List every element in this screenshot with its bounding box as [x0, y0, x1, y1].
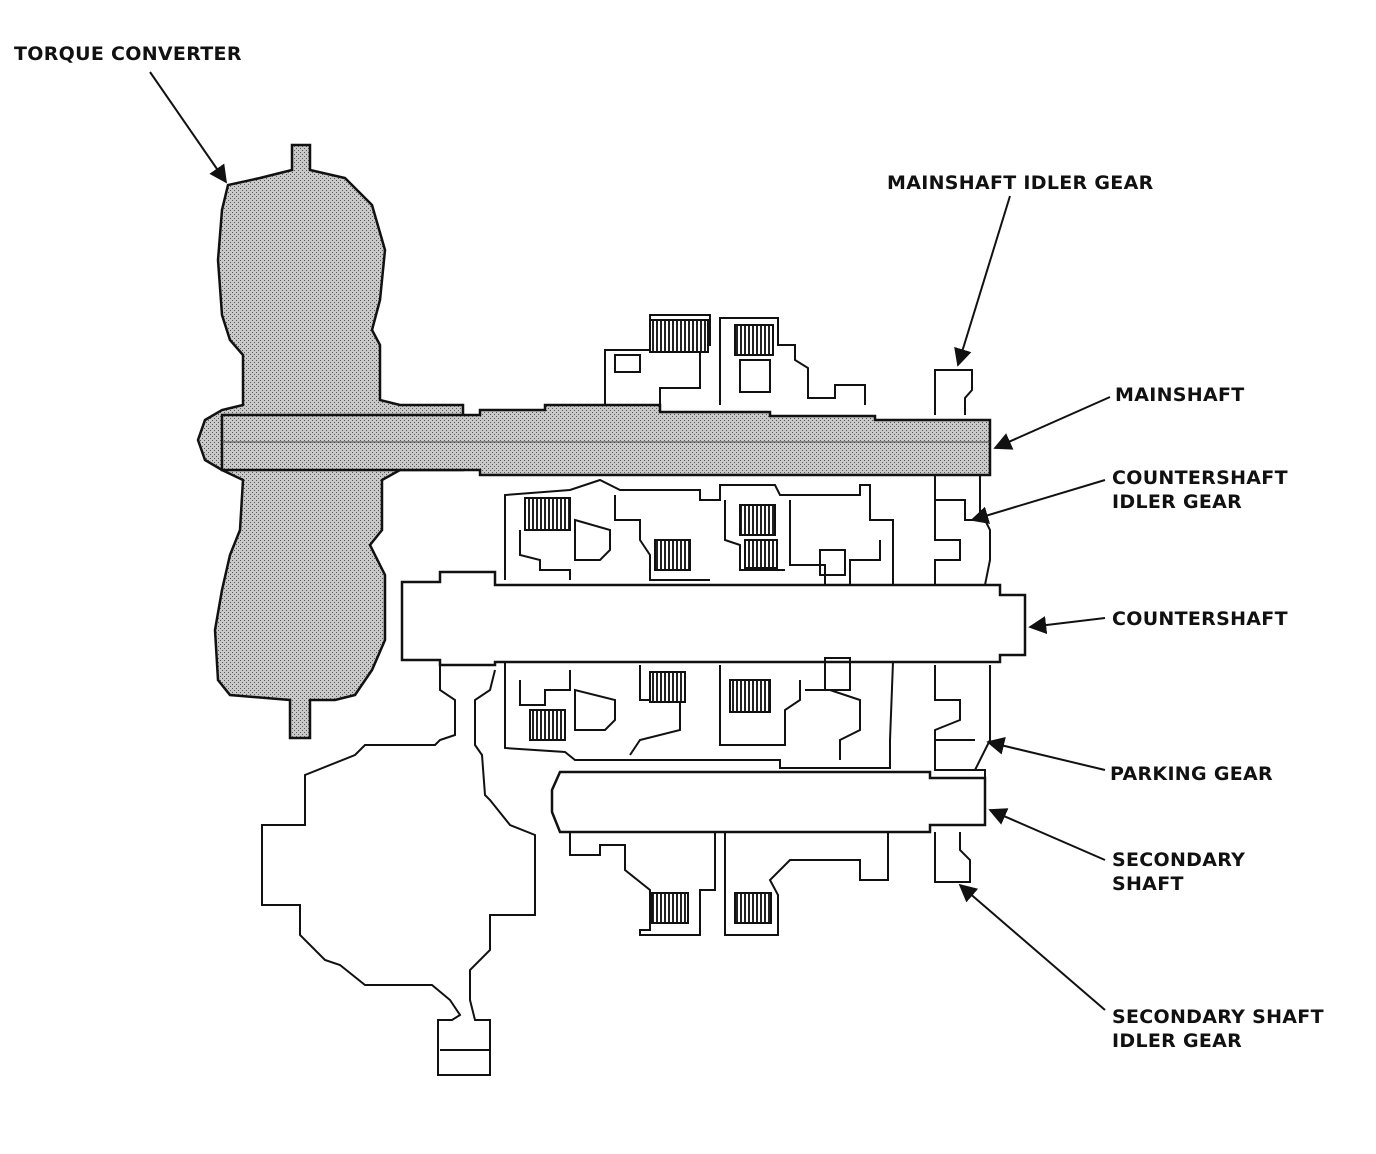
arrow-mainshaft-idler-gear — [954, 195, 1011, 367]
arrow-countershaft-idler-gear — [970, 479, 1106, 524]
label-torque-converter: TORQUE CONVERTER — [14, 43, 242, 65]
arrow-parking-gear — [986, 737, 1106, 771]
label-mainshaft-idler-gear: MAINSHAFT IDLER GEAR — [887, 172, 1154, 194]
label-secondary-shaft-idler-gear-line1: SECONDARY SHAFT — [1112, 1006, 1324, 1028]
label-countershaft: COUNTERSHAFT — [1112, 608, 1288, 630]
arrow-countershaft — [1028, 616, 1106, 635]
secondary-shaft-body — [550, 770, 987, 834]
label-secondary-shaft-idler-gear: SECONDARY SHAFT IDLER GEAR — [1112, 1005, 1324, 1053]
arrow-mainshaft — [993, 396, 1111, 450]
label-secondary-shaft-idler-gear-line2: IDLER GEAR — [1112, 1030, 1243, 1052]
arrow-secondary-shaft — [988, 808, 1106, 861]
countershaft-lower-gear-cluster — [504, 657, 991, 771]
arrow-torque-converter — [149, 71, 228, 184]
label-mainshaft: MAINSHAFT — [1115, 384, 1245, 406]
countershaft-body — [400, 570, 1027, 667]
leader-arrows — [149, 71, 1111, 1011]
label-secondary-shaft: SECONDARY SHAFT — [1112, 848, 1245, 896]
label-secondary-shaft-line2: SHAFT — [1112, 873, 1184, 895]
label-countershaft-idler-gear: COUNTERSHAFT IDLER GEAR — [1112, 466, 1288, 514]
mainshaft-body — [220, 403, 992, 477]
label-parking-gear: PARKING GEAR — [1110, 763, 1273, 785]
label-countershaft-idler-gear-line1: COUNTERSHAFT — [1112, 467, 1288, 489]
label-countershaft-idler-gear-line2: IDLER GEAR — [1112, 491, 1243, 513]
countershaft-upper-gear-cluster — [504, 478, 991, 591]
label-secondary-shaft-line1: SECONDARY — [1112, 849, 1246, 871]
arrow-secondary-shaft-idler-gear — [958, 883, 1106, 1011]
differential-housing — [261, 665, 536, 1076]
secondary-shaft-gear-assembly — [569, 769, 986, 936]
